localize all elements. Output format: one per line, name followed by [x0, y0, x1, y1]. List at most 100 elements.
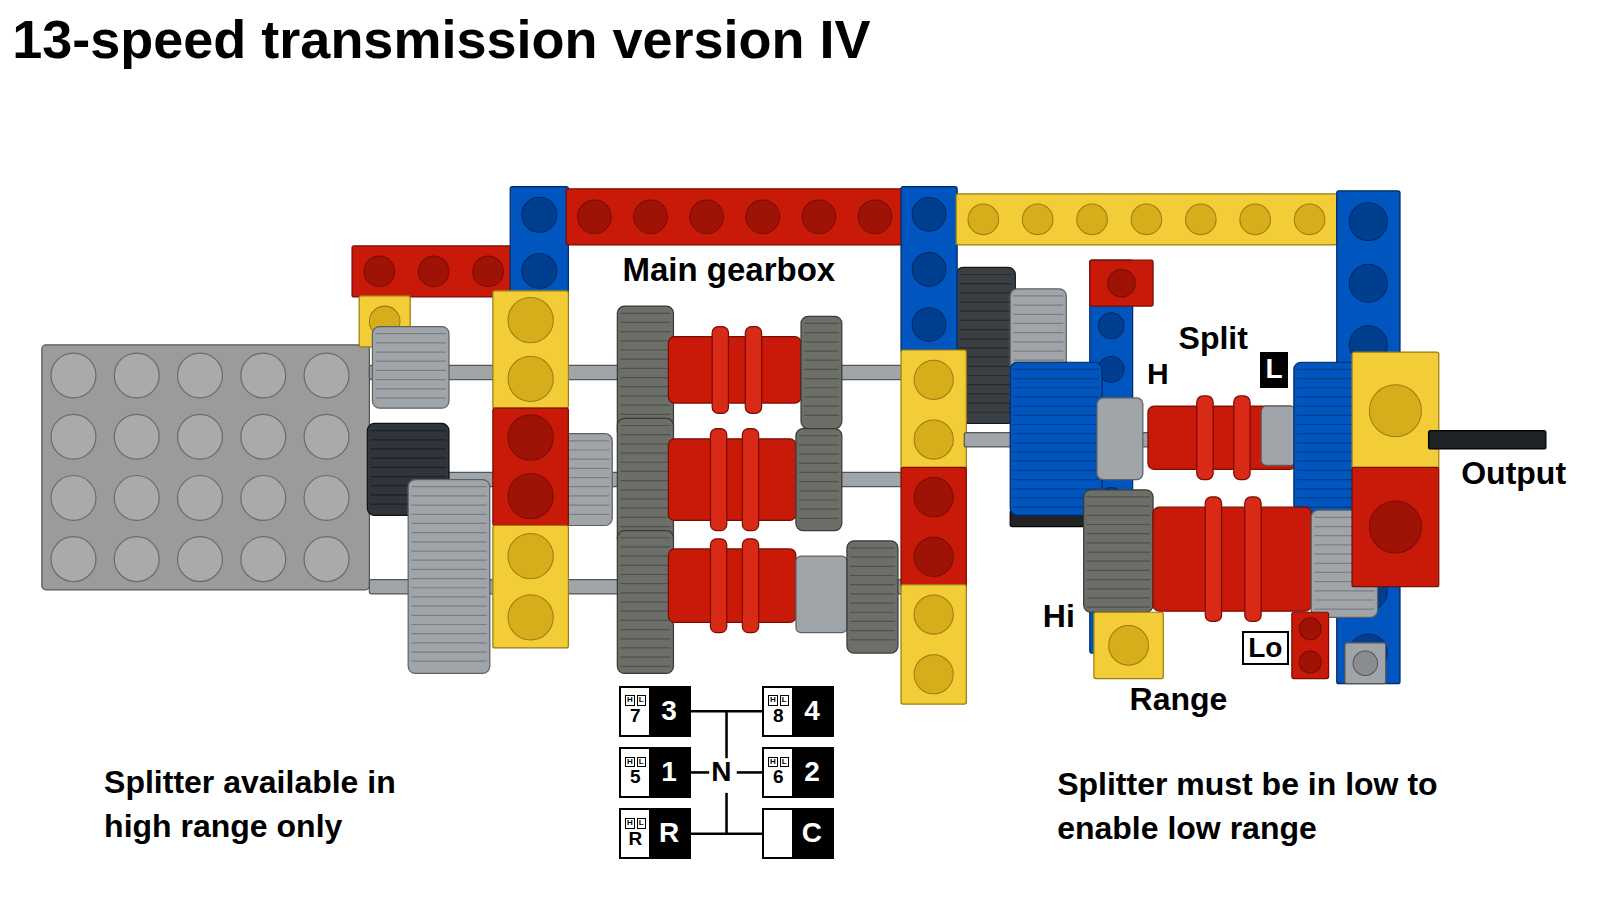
lego-beam: [901, 585, 966, 704]
badge-dark-part: 3: [649, 688, 688, 735]
gear-tooth: [850, 584, 895, 585]
lego-beam: [1352, 352, 1439, 469]
beam-hole: [364, 256, 395, 287]
clutch-coupler: [668, 549, 796, 622]
shift-pattern-line: [691, 771, 709, 774]
lego-beam: [901, 187, 957, 352]
motor-stud: [51, 414, 96, 459]
beam-hole: [1349, 264, 1387, 302]
gear-tooth: [1013, 470, 1099, 471]
range-letter: H: [625, 818, 635, 829]
gear-tooth: [1087, 588, 1150, 589]
gear-tooth: [620, 592, 670, 593]
motor-stud: [114, 353, 159, 398]
high-gear-number: 6: [773, 767, 784, 788]
gear-tooth: [1314, 609, 1374, 610]
gear-tooth: [376, 342, 446, 343]
motor-stud: [178, 476, 223, 521]
gear-tooth: [370, 476, 446, 477]
coupler-flange: [710, 429, 726, 531]
gear-badge: HL51: [619, 747, 690, 798]
beam-hole: [1108, 269, 1136, 297]
gear-tooth: [959, 274, 1012, 275]
gear-tooth: [1013, 387, 1099, 388]
gear-tooth: [1013, 350, 1063, 351]
note-text: Splitter must be in low to enable low ra…: [1057, 763, 1475, 851]
gear-tooth: [959, 347, 1012, 348]
gear-tooth: [370, 467, 446, 468]
coupler-flange: [1197, 396, 1213, 480]
low-gear-number: 1: [661, 757, 677, 788]
high-gear-number: R: [629, 829, 643, 850]
gear-tooth: [959, 292, 1012, 293]
beam-hole: [1369, 501, 1421, 553]
badge-light-part: HL7: [621, 688, 649, 735]
gear-tooth: [411, 578, 487, 579]
gear-tooth: [376, 397, 446, 398]
gear-tooth: [620, 462, 670, 463]
range-icon: HL: [768, 757, 789, 768]
gear-tooth: [959, 338, 1012, 339]
gear-tooth: [959, 301, 1012, 302]
gear-tooth: [620, 638, 670, 639]
gear-tooth: [1087, 524, 1150, 525]
gear-tooth: [620, 349, 670, 350]
gear-tooth: [411, 661, 487, 662]
gear-tooth: [376, 333, 446, 334]
output-shaft: [1429, 431, 1546, 449]
badge-light-part: HLR: [621, 810, 649, 857]
coupler-flange: [1205, 497, 1221, 621]
gear-tooth: [620, 404, 670, 405]
part-label: Main gearbox: [622, 251, 835, 289]
gear-tooth: [620, 489, 670, 490]
beam-hole: [1369, 385, 1421, 437]
gear-tooth: [1013, 451, 1099, 452]
gear-tooth: [850, 630, 895, 631]
range-letter: H: [625, 757, 635, 768]
beam-hole: [914, 537, 953, 576]
badge-light-part: HL6: [764, 749, 792, 796]
high-gear-number: 7: [630, 706, 641, 727]
motor-stud: [241, 414, 286, 459]
motor-stud: [304, 476, 349, 521]
lego-beam: [956, 194, 1337, 245]
gear-tooth: [850, 575, 895, 576]
gear-tooth: [620, 452, 670, 453]
beam-hole: [522, 253, 557, 288]
lego-beam: [510, 187, 568, 299]
gear-tooth: [620, 556, 670, 557]
gear-tooth: [1013, 479, 1099, 480]
gear-tooth: [620, 620, 670, 621]
gear-tooth: [804, 350, 839, 351]
beam-hole: [912, 253, 946, 287]
gear-tooth: [1013, 304, 1063, 305]
part-label: Output: [1461, 455, 1566, 492]
gear-tooth: [411, 532, 487, 533]
beam-hole: [508, 595, 553, 640]
gear-tooth: [620, 359, 670, 360]
coupler-flange: [712, 327, 728, 414]
part-label: Hi: [1043, 598, 1075, 635]
motor-stud: [51, 353, 96, 398]
gear-tooth: [850, 621, 895, 622]
badge-light-part: [764, 810, 792, 857]
gear-tooth: [799, 463, 839, 464]
gear-tooth: [411, 606, 487, 607]
shift-pattern-line: [725, 793, 728, 834]
gear-tooth: [620, 386, 670, 387]
gear-tooth: [620, 647, 670, 648]
range-letter: L: [780, 695, 789, 706]
gear-tooth: [620, 537, 670, 538]
gear-tooth: [411, 642, 487, 643]
coupler-flange: [742, 429, 758, 531]
lego-beam: [1352, 467, 1439, 586]
beam-hole: [1299, 651, 1321, 673]
gear-tooth: [411, 624, 487, 625]
gear-tooth: [1013, 415, 1099, 416]
motor-stud: [241, 353, 286, 398]
badge-light-part: HL8: [764, 688, 792, 735]
gear: [372, 327, 449, 409]
gear-tooth: [959, 357, 1012, 358]
beam-hole: [802, 200, 836, 234]
gear: [796, 429, 842, 531]
